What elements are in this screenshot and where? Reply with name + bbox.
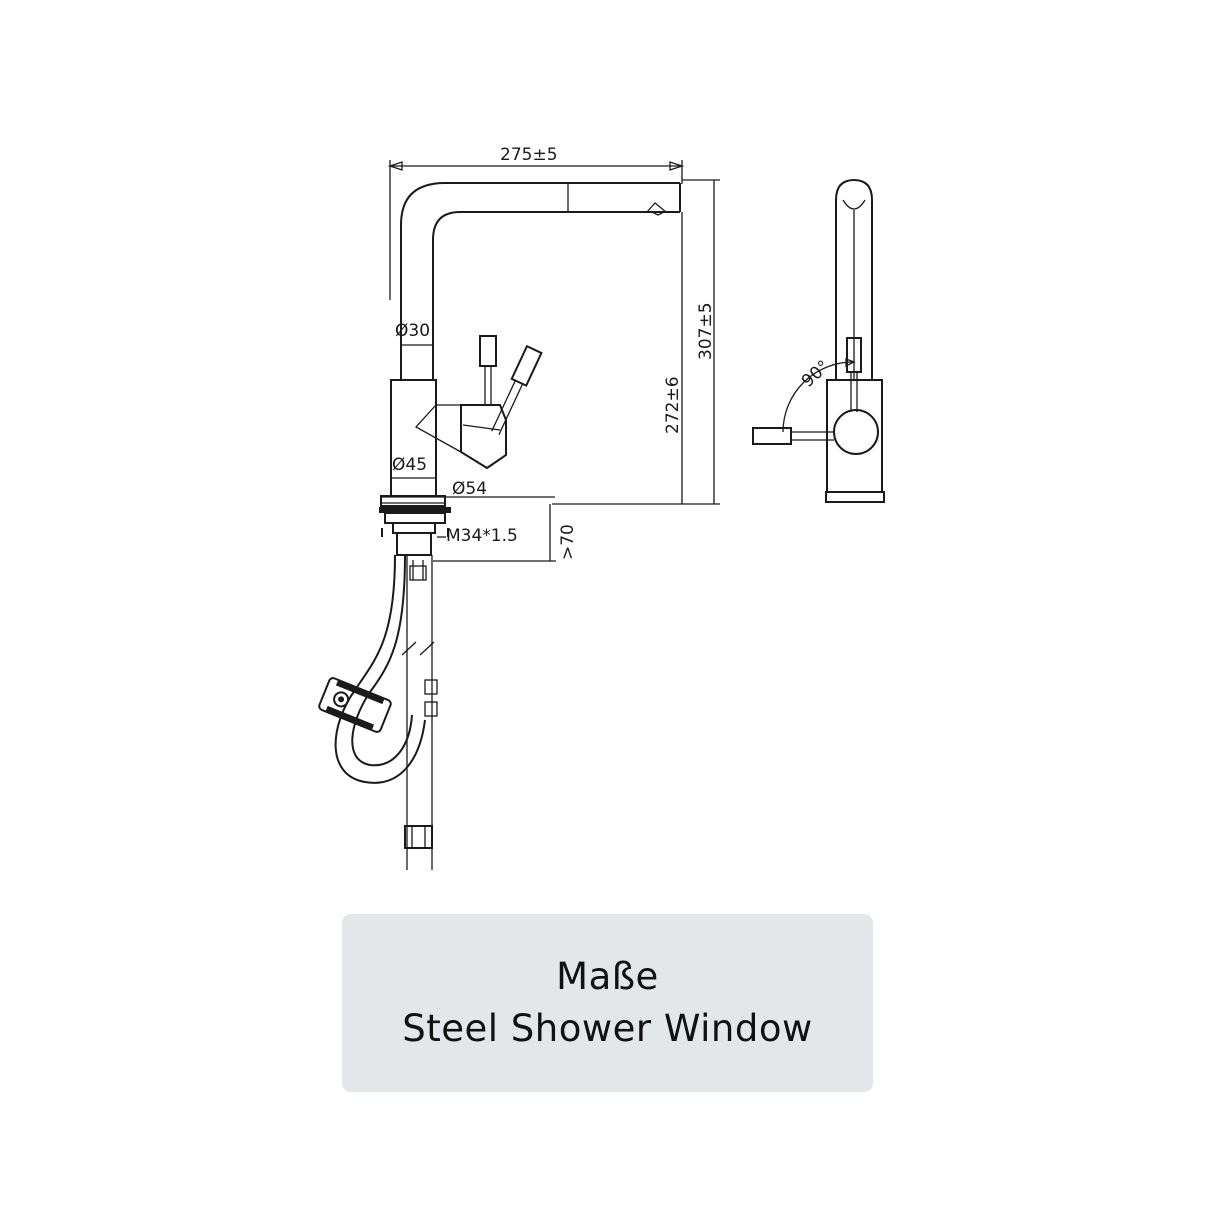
faucet-front-view <box>318 182 681 870</box>
body-diameter-label: Ø45 <box>392 455 427 475</box>
caption-subtitle: Steel Shower Window <box>402 1007 813 1050</box>
caption-box: Maße Steel Shower Window <box>342 914 873 1092</box>
faucet-side-view: 90° <box>752 178 885 503</box>
spout-diameter-label: Ø30 <box>395 321 430 341</box>
total-height-label: 307±5 <box>696 302 716 360</box>
min-depth-label: >70 <box>558 524 578 560</box>
caption-title: Maße <box>556 955 659 998</box>
handle-angle-label: 90° <box>798 357 834 392</box>
base-diameter-label: Ø54 <box>452 479 487 499</box>
reach-label: 275±5 <box>500 145 558 165</box>
thread-label: M34*1.5 <box>446 526 518 546</box>
dimension-lines <box>380 160 720 562</box>
dimension-labels: 275±5 307±5 272±6 Ø30 Ø45 Ø54 M34*1.5 >7… <box>392 145 716 560</box>
spout-height-label: 272±6 <box>663 376 683 434</box>
